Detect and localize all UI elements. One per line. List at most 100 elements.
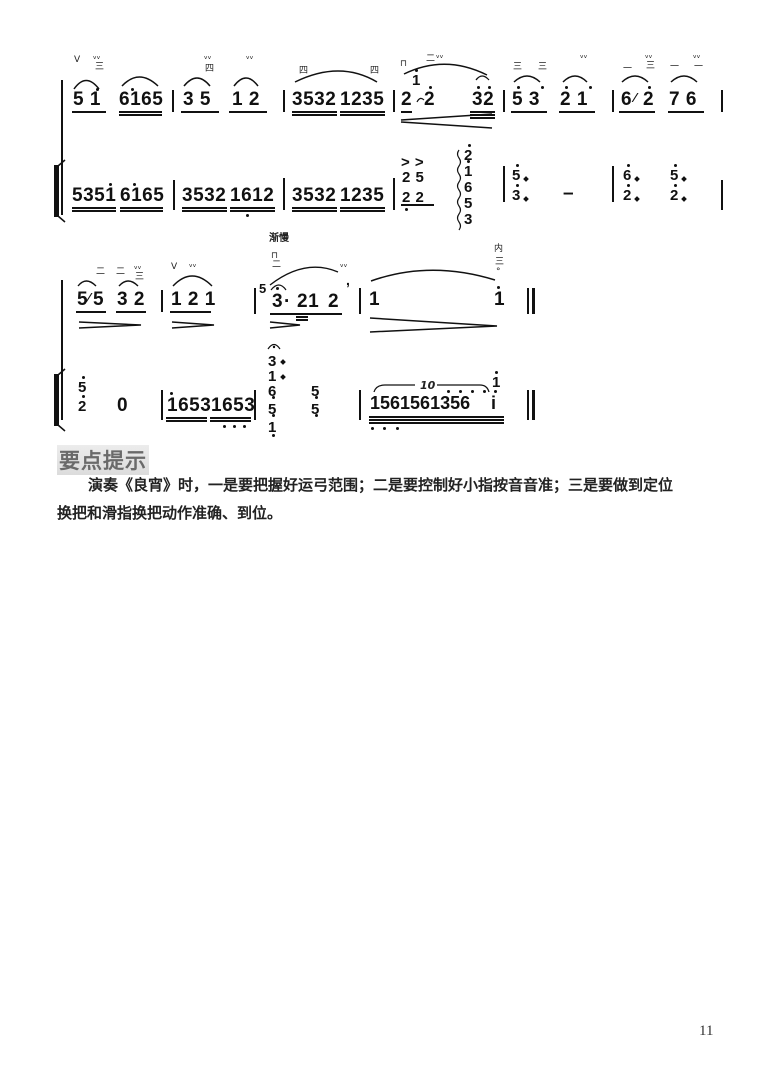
note-group: 5 1 <box>73 89 101 110</box>
chord-note: 5 <box>268 401 277 418</box>
barline <box>721 90 723 112</box>
chord-bottom: 2 <box>78 398 87 415</box>
octave-dot <box>541 86 544 89</box>
underline <box>559 111 595 113</box>
octave-dot <box>477 86 480 89</box>
position-mark: 二 <box>426 54 436 64</box>
barline <box>161 290 163 312</box>
note-group: 5 3 <box>512 89 540 110</box>
barline <box>721 180 723 210</box>
underline <box>470 111 495 113</box>
note: 5 <box>77 289 89 310</box>
underline <box>340 111 385 113</box>
barline <box>393 90 395 112</box>
slide-mark: ⁄ <box>88 290 91 305</box>
note-group: 1 2 1 <box>171 289 216 310</box>
position-mark: 四 <box>205 64 215 74</box>
augmentation-dot: · <box>284 291 291 312</box>
bow-down-mark: ⊓ <box>400 59 408 69</box>
note: 2 <box>401 89 413 110</box>
underline <box>511 111 547 113</box>
underline <box>119 114 162 116</box>
note-group: 21 <box>297 291 320 312</box>
octave-dot <box>96 88 99 91</box>
note: 2 <box>424 89 436 110</box>
underline <box>72 111 106 113</box>
chord-note: 6 <box>268 383 277 400</box>
note: 1 <box>369 289 381 310</box>
accent-marks: > > <box>401 154 425 171</box>
system-line <box>61 280 63 420</box>
note-group: 1653 <box>211 395 256 416</box>
underline <box>619 111 655 113</box>
underline <box>470 117 495 119</box>
barline <box>283 178 285 210</box>
tuplet-notes: 1561561356 <box>370 393 471 413</box>
final-barline-thin <box>527 390 529 420</box>
note: 2 <box>328 291 340 312</box>
chord-note: 1 <box>268 419 277 436</box>
grace-note: 5 <box>259 281 267 296</box>
chord-note: 1 <box>268 368 277 385</box>
final-barline-thin <box>527 288 529 314</box>
breath-mark: , <box>346 272 351 288</box>
position-mark: 四 <box>299 66 309 76</box>
chord-bottom: 5 <box>311 401 320 418</box>
barline <box>612 166 614 202</box>
note-group: 3532 <box>182 185 227 206</box>
bow-up-mark: V <box>74 55 81 65</box>
position-mark: 三 <box>538 62 548 72</box>
barline <box>173 180 175 210</box>
chord-bottom: 3 <box>512 187 521 204</box>
note-group: 3 5 <box>183 89 211 110</box>
system-line <box>61 80 63 215</box>
final-barline-thick <box>532 390 535 420</box>
harmonic-mark: ° <box>496 267 501 277</box>
page-number: 11 <box>699 1023 714 1039</box>
barline <box>503 166 505 202</box>
barline <box>359 390 361 420</box>
position-mark: 三 <box>495 257 505 267</box>
tempo-marking: 渐慢 <box>269 233 289 244</box>
staff-bracket <box>54 165 59 217</box>
underline <box>181 111 219 113</box>
octave-dot <box>589 86 592 89</box>
inner-string-mark: 内 <box>494 244 504 254</box>
octave-dot <box>109 183 112 186</box>
low-octave-dot <box>246 214 249 217</box>
tips-paragraph-line-1: 演奏《良宵》时，一是要把握好运弓范围；二是要控制好小指按音音准；三是要做到定位 <box>88 476 674 494</box>
sustain-dash: – <box>563 183 575 204</box>
octave-dot <box>565 86 568 89</box>
octave-dot <box>429 86 432 89</box>
underline <box>229 111 267 113</box>
note-group: 6165 <box>120 185 165 206</box>
barline <box>254 390 256 420</box>
position-mark: 二 <box>272 260 282 270</box>
underline <box>292 111 337 113</box>
bow-up-mark: V <box>171 262 178 272</box>
slide-mark: ⁄ <box>634 90 637 105</box>
position-mark: 二 <box>96 267 106 277</box>
note: 3 <box>272 291 284 312</box>
position-mark: 三 <box>95 62 105 72</box>
note-group: 2 1 <box>560 89 588 110</box>
octave-dot <box>133 183 136 186</box>
underline <box>401 111 412 113</box>
chord-bottom: 2 <box>670 187 679 204</box>
barline <box>172 90 174 112</box>
underline <box>470 114 495 116</box>
note-group: 32 <box>472 89 495 110</box>
chord-top: 5 <box>512 167 521 184</box>
note-group: 1653 <box>167 395 212 416</box>
note-group: 1235 <box>340 185 385 206</box>
barline <box>161 390 163 420</box>
grace-note: 1 <box>492 374 501 391</box>
tips-paragraph-line-2: 换把和滑指换把动作准确、到位。 <box>57 504 283 522</box>
position-mark: 三 <box>646 61 656 71</box>
note-group: 1 2 <box>232 89 260 110</box>
